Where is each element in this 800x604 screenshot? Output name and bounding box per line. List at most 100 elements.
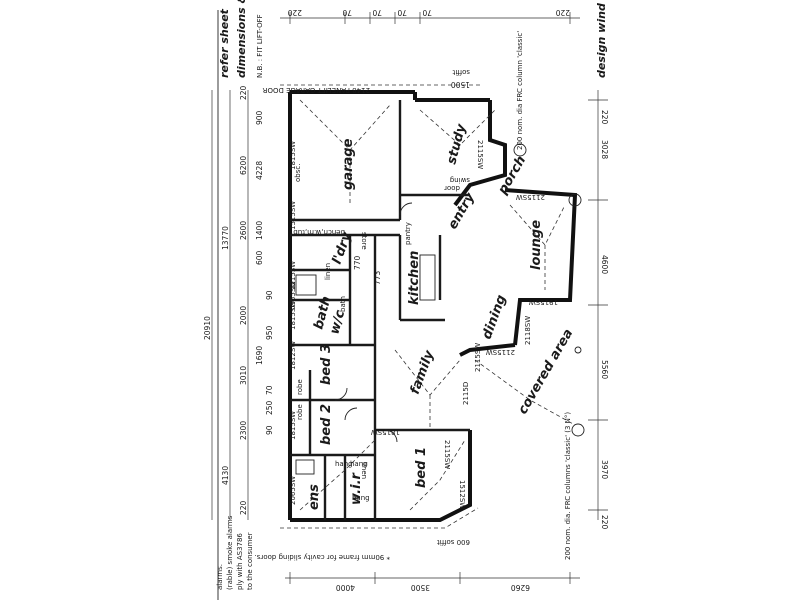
dim-left-20910: 20910: [203, 316, 212, 340]
win-1: 2115SW: [476, 140, 484, 169]
room-labels: garage study porch entry lounge kitchen …: [307, 122, 576, 510]
note-design-wind: design wind: [595, 3, 608, 78]
misc-dims: 4228 1500 770 773 90 70 90 250 950: [255, 80, 470, 435]
dim-left-1400: 1400: [255, 221, 264, 240]
dim-top-1: 220: [287, 8, 302, 17]
win-2: 2115SW: [516, 193, 545, 201]
note-soffit-bottom: 600 soffit: [437, 538, 470, 546]
dim-right-3970: 3970: [600, 460, 609, 479]
label-bed3: bed 3: [319, 344, 334, 385]
note-garage-door: 2148 PANELIFT GARAGE DOOR: [262, 86, 370, 94]
window-codes: 2115SW 2115SW 1515SW 1915SW 2118SW 2115S…: [289, 140, 558, 509]
label-swing: swing: [450, 176, 470, 184]
note-alarms-2: (rable) smoke alarms: [226, 515, 234, 590]
kitchen-bench: [419, 254, 436, 301]
label-wc: w/c: [327, 308, 348, 336]
note-dimensions: dimensions &: [235, 0, 248, 78]
door-swing-bed3: [334, 387, 348, 401]
label-garage: garage: [341, 138, 356, 190]
label-bath-small: bath: [339, 296, 347, 312]
label-door: door: [444, 184, 460, 192]
win-3: 1515SW: [289, 201, 297, 230]
label-pantry: pantry: [404, 222, 412, 245]
dim-misc-4228: 4228: [255, 161, 264, 180]
top-dimension-string: 220 70 70 70 70 220: [280, 8, 580, 24]
note-soffit-top: soffit: [452, 68, 470, 76]
dim-bottom-3500: 3500: [411, 583, 430, 592]
dim-left-3010: 3010: [239, 366, 248, 385]
label-bench-wm-tub: bench,w.m,tub: [293, 228, 345, 236]
dim-left-1690: 1690: [255, 346, 264, 365]
win-6: 2115SW: [486, 348, 515, 356]
dim-left-220b: 220: [239, 500, 248, 515]
dim-right-220b: 220: [600, 515, 609, 530]
dim-top-5: 70: [422, 8, 432, 17]
outer-walls: [288, 90, 578, 522]
dim-left-13770: 13770: [221, 226, 230, 250]
dim-misc-90: 90: [265, 290, 274, 300]
win-11: 1812SW: [289, 341, 297, 370]
dim-top-2: 70: [342, 8, 352, 17]
column-right-top: [568, 193, 582, 207]
label-hang-b: hang: [350, 460, 368, 468]
dim-misc-90b: 90: [265, 425, 274, 435]
dim-top-4: 70: [397, 8, 407, 17]
win-18: 2115SW: [443, 440, 451, 469]
dim-misc-950: 950: [265, 325, 274, 340]
label-dining: dining: [480, 293, 510, 341]
label-bed2: bed 2: [319, 404, 334, 445]
label-ens: ens: [307, 484, 322, 510]
dim-left-2300: 2300: [239, 421, 248, 440]
win-8: 1815SW: [289, 301, 297, 330]
right-dimension-strings: 220 3028 4600 5560 3970 220: [588, 90, 609, 530]
dim-bottom-4000: 4000: [336, 583, 355, 592]
dim-misc-1500: 1500: [451, 80, 470, 89]
label-robe-a: robe: [296, 379, 304, 395]
label-obsc: obsc.: [294, 164, 302, 182]
roof-hip-lines: [299, 99, 576, 511]
dim-top-3: 70: [372, 8, 382, 17]
dim-top-6: 220: [555, 8, 570, 17]
dim-left-220: 220: [239, 85, 248, 100]
win-12: 1215SW: [289, 261, 297, 290]
note-alarms-1: alarms.: [216, 564, 224, 590]
note-alarms-4: to the consumer: [246, 532, 254, 590]
win-9: 2115SW: [474, 343, 482, 372]
note-refer-sheet: refer sheet: [218, 8, 231, 78]
win-14: 1512SW: [458, 480, 466, 509]
dim-right-3028: 3028: [600, 140, 609, 159]
label-linen-a: linen: [324, 263, 332, 280]
dim-right-5560: 5560: [600, 360, 609, 379]
label-bed1: bed 1: [414, 447, 429, 488]
dim-misc-250: 250: [265, 400, 274, 415]
win-13: 2065SW: [289, 476, 297, 505]
dim-left-2600: 2600: [239, 221, 248, 240]
win-7: 2115D: [462, 382, 470, 405]
label-lounge: lounge: [529, 220, 544, 270]
door-swing-bed1: [384, 429, 398, 443]
note-frc-column-top: 200 nom. dia FRC column 'classic': [516, 31, 524, 150]
note-frc-columns-bottom: 200 nom. dia. FRC columns 'classic' (3 N…: [564, 412, 572, 560]
dim-left-2000: 2000: [239, 306, 248, 325]
label-hang-a: hang: [335, 460, 353, 468]
door-swing-garage: [399, 202, 413, 216]
label-entry: entry: [445, 190, 478, 232]
dim-misc-773: 773: [373, 270, 382, 285]
note-alarms-3: ply with AS3786: [236, 533, 244, 590]
drawing-notes: 2148 PANELIFT GARAGE DOOR 200 nom. dia F…: [216, 31, 572, 590]
label-robe-b: robe: [296, 404, 304, 420]
door-swing-bed2: [344, 407, 358, 421]
bottom-dimension-string: 4000 3500 6260: [285, 572, 580, 592]
column-top: [513, 143, 527, 157]
bath-tub: [295, 274, 317, 296]
dim-left-900: 900: [255, 110, 264, 125]
dim-bottom-6260: 6260: [511, 583, 530, 592]
fixtures: [295, 143, 585, 475]
interior-walls: [290, 100, 470, 520]
dim-left-600: 600: [255, 250, 264, 265]
fixture-labels: robe robe linen linen store pantry bench…: [293, 164, 470, 502]
label-store: store: [360, 232, 368, 250]
win-17: 1815SW: [371, 428, 400, 436]
